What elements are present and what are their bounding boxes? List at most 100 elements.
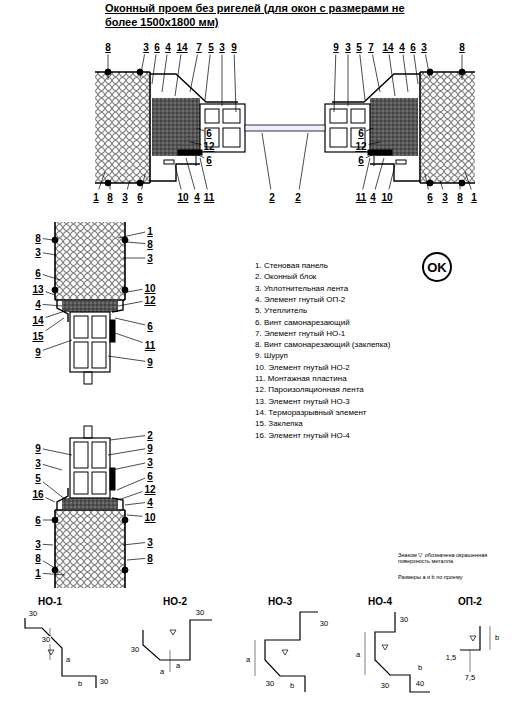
callout-number: 8: [457, 192, 463, 203]
callout-number: 9: [231, 42, 237, 53]
leader-line: [108, 449, 145, 455]
callout-number: 3: [147, 253, 153, 264]
parts-list-item: 11. Монтажная пластина: [255, 375, 347, 384]
callout-number: 4: [370, 192, 376, 203]
leader-line: [43, 573, 65, 575]
dimension: 30: [399, 616, 409, 624]
leader-line: [389, 55, 395, 97]
leader-line: [414, 55, 418, 85]
callout-number: 2: [147, 430, 153, 441]
leader-line: [46, 498, 55, 502]
leader-line: [425, 174, 428, 190]
leader-line: [108, 356, 145, 361]
callout-number: 13: [32, 284, 43, 295]
ok-stamp: OK: [422, 252, 452, 282]
callout-number: 12: [203, 141, 214, 152]
callout-number: 14: [382, 42, 393, 53]
dimension: 30: [130, 646, 140, 654]
leader-line: [43, 275, 60, 280]
callout-number: 10: [144, 283, 155, 294]
dimension: a: [355, 651, 361, 659]
leader-line: [46, 310, 68, 317]
leader-line: [43, 340, 72, 350]
callout-number: 1: [147, 226, 153, 237]
callout-number: 8: [147, 239, 153, 250]
dimension: b: [289, 682, 295, 690]
callout-number: 3: [219, 42, 225, 53]
leader-line: [197, 128, 204, 131]
leader-line: [115, 318, 145, 325]
leader-line: [200, 158, 207, 190]
callout-number: 3: [35, 458, 41, 469]
callout-number: 3: [35, 539, 41, 550]
leader-line: [112, 332, 143, 343]
dimension: 30: [28, 610, 38, 618]
leader-line: [43, 253, 56, 255]
leader-line: [334, 55, 336, 113]
leader-line: [123, 258, 145, 259]
leader-line: [43, 520, 56, 521]
leader-line: [425, 55, 430, 79]
callout-number: 10: [177, 192, 188, 203]
callout-number: 3: [147, 457, 153, 468]
leader-line: [162, 55, 167, 93]
callout-number: 3: [122, 192, 128, 203]
callout-number: 12: [144, 484, 155, 495]
callout-number: 15: [32, 331, 43, 342]
dimension: a: [245, 656, 251, 664]
callout-number: 6: [35, 268, 41, 279]
parts-list-item: 7. Элемент гнутый НО-1: [255, 330, 345, 339]
leader-line: [43, 304, 62, 306]
callout-number: 3: [143, 42, 149, 53]
leader-line: [175, 55, 181, 97]
note-text: Знаком ▽ обозначена окрашенная поверхнос…: [398, 552, 510, 564]
leader-line: [110, 436, 145, 440]
callout-number: 8: [105, 42, 111, 53]
callout-number: 4: [165, 42, 171, 53]
callout-number: 16: [32, 489, 43, 500]
leader-line: [46, 318, 64, 331]
parts-list-item: 4. Элемент гнутый ОП-2: [255, 296, 345, 305]
parts-list-item: 14. Терморазрывный элемент: [255, 409, 366, 418]
callout-number: 6: [154, 42, 160, 53]
leader-line: [375, 158, 384, 190]
leader-line: [43, 482, 66, 500]
dimension: 30: [265, 680, 275, 688]
callout-number: 6: [147, 321, 153, 332]
callout-number: 11: [145, 340, 156, 351]
callout-number: 12: [144, 295, 155, 306]
leader-line: [112, 463, 145, 470]
leader-line: [360, 55, 365, 101]
leader-line: [373, 55, 381, 93]
leader-line: [175, 165, 181, 190]
leader-line: [46, 292, 55, 295]
parts-list-item: 10. Элемент гнутый НО-2: [255, 364, 350, 373]
callout-number: 6: [35, 515, 41, 526]
leader-line: [43, 449, 72, 455]
leader-line: [152, 55, 156, 85]
dimension: 40: [415, 680, 425, 688]
parts-list-item: 1. Стеновая панель: [255, 262, 328, 271]
callout-number: 3: [35, 247, 41, 258]
leader-line: [234, 55, 236, 113]
callout-number: 2: [269, 192, 275, 203]
parts-list-item: 3. Уплотнительная лента: [255, 285, 348, 294]
profile-name: ОП-2: [458, 596, 482, 607]
callout-number: 6: [427, 192, 433, 203]
leader-line: [99, 172, 105, 190]
leader-line: [389, 165, 395, 190]
callout-number: 3: [421, 42, 427, 53]
callout-number: 4: [194, 192, 200, 203]
dimension: b: [417, 664, 423, 672]
leader-line: [118, 301, 142, 306]
profile-name: НО-3: [268, 596, 292, 607]
callout-number: 7: [196, 42, 202, 53]
leader-line: [205, 55, 210, 101]
callout-number: 8: [35, 553, 41, 564]
callout-number: 11: [204, 192, 215, 203]
leader-line: [110, 180, 111, 190]
leader-line: [403, 55, 408, 93]
parts-list-item: 15. Заклепка: [255, 420, 303, 429]
parts-list-item: 2. Оконный блок: [255, 273, 316, 282]
